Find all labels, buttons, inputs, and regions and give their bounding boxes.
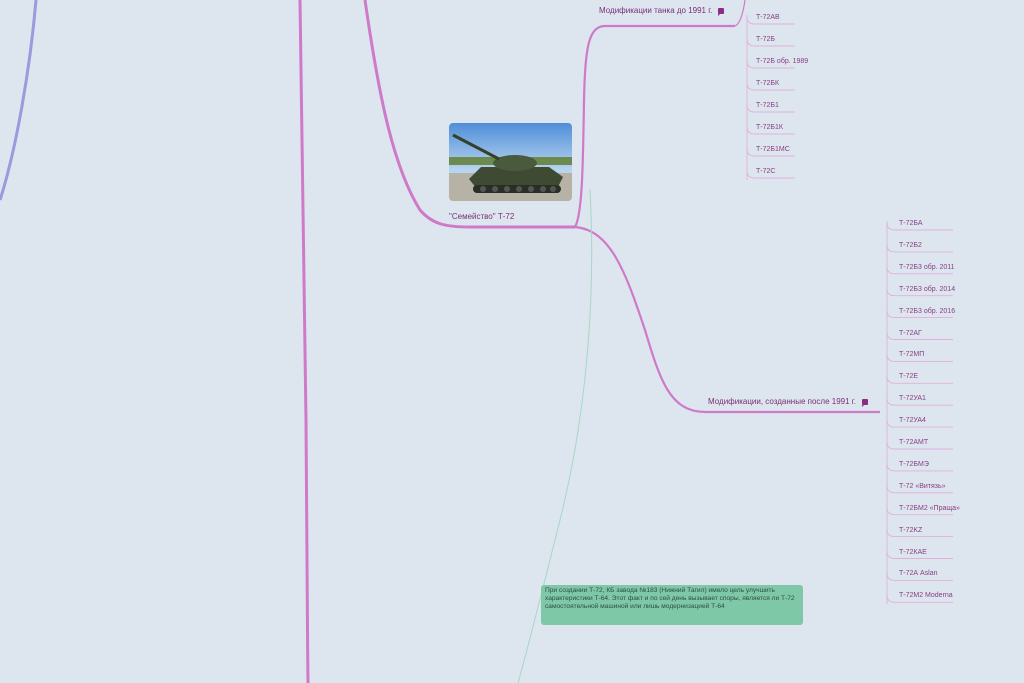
sub-item[interactable]: Т-72АГ [899,329,922,338]
tank-photo[interactable] [449,123,572,201]
sub-item[interactable]: Т-72Б1 [756,101,779,110]
family-node-label[interactable]: "Семейство" Т-72 [449,212,514,222]
branch-post1991-label: Модификации, созданные после 1991 г. [708,397,856,406]
sub-item[interactable]: Т-72Б1К [756,123,783,132]
sub-item[interactable]: Т-72С [756,167,775,176]
sub-item[interactable]: Т-72УА1 [899,394,926,403]
sub-item[interactable]: Т-72БА [899,219,923,228]
sub-item[interactable]: Т-72Б3 обр. 2016 [899,307,955,316]
sub-item[interactable]: Т-72БМЭ [899,460,929,469]
sub-item[interactable]: Т-72АМТ [899,438,928,447]
sub-item[interactable]: Т-72Б3 обр. 2014 [899,285,955,294]
sub-item[interactable]: Т-72БМ2 «Праща» [899,504,960,513]
sub-item[interactable]: Т-72УА4 [899,416,926,425]
sub-item[interactable]: Т-72МП [899,350,924,359]
sub-item[interactable]: Т-72Б3 обр. 2011 [899,263,955,272]
sub-item[interactable]: Т-72А Aslan [899,569,938,578]
branch-pre1991-label: Модификации танка до 1991 г. [599,6,712,15]
sub-item[interactable]: Т-72Б обр. 1989 [756,57,808,66]
sub-item[interactable]: Т-72АВ [756,13,780,22]
note-icon[interactable] [718,8,724,14]
sub-item[interactable]: Т-72Б [756,35,775,44]
note-text: При создании Т-72, КБ завода №183 (Нижни… [545,587,795,610]
sub-item[interactable]: Т-72КАЕ [899,548,927,557]
sub-item[interactable]: Т-72БК [756,79,779,88]
sub-item[interactable]: Т-72KZ [899,526,922,535]
branch-post1991[interactable]: Модификации, созданные после 1991 г. [708,397,868,407]
sub-item[interactable]: Т-72М2 Moderna [899,591,953,600]
sub-item[interactable]: Т-72Б2 [899,241,922,250]
branch-pre1991[interactable]: Модификации танка до 1991 г. [599,6,724,16]
note-box[interactable]: При создании Т-72, КБ завода №183 (Нижни… [541,585,803,625]
sub-item[interactable]: Т-72 «Витязь» [899,482,946,491]
sub-item[interactable]: Т-72Е [899,372,918,381]
sub-item[interactable]: Т-72Б1МС [756,145,790,154]
note-icon[interactable] [862,399,868,405]
